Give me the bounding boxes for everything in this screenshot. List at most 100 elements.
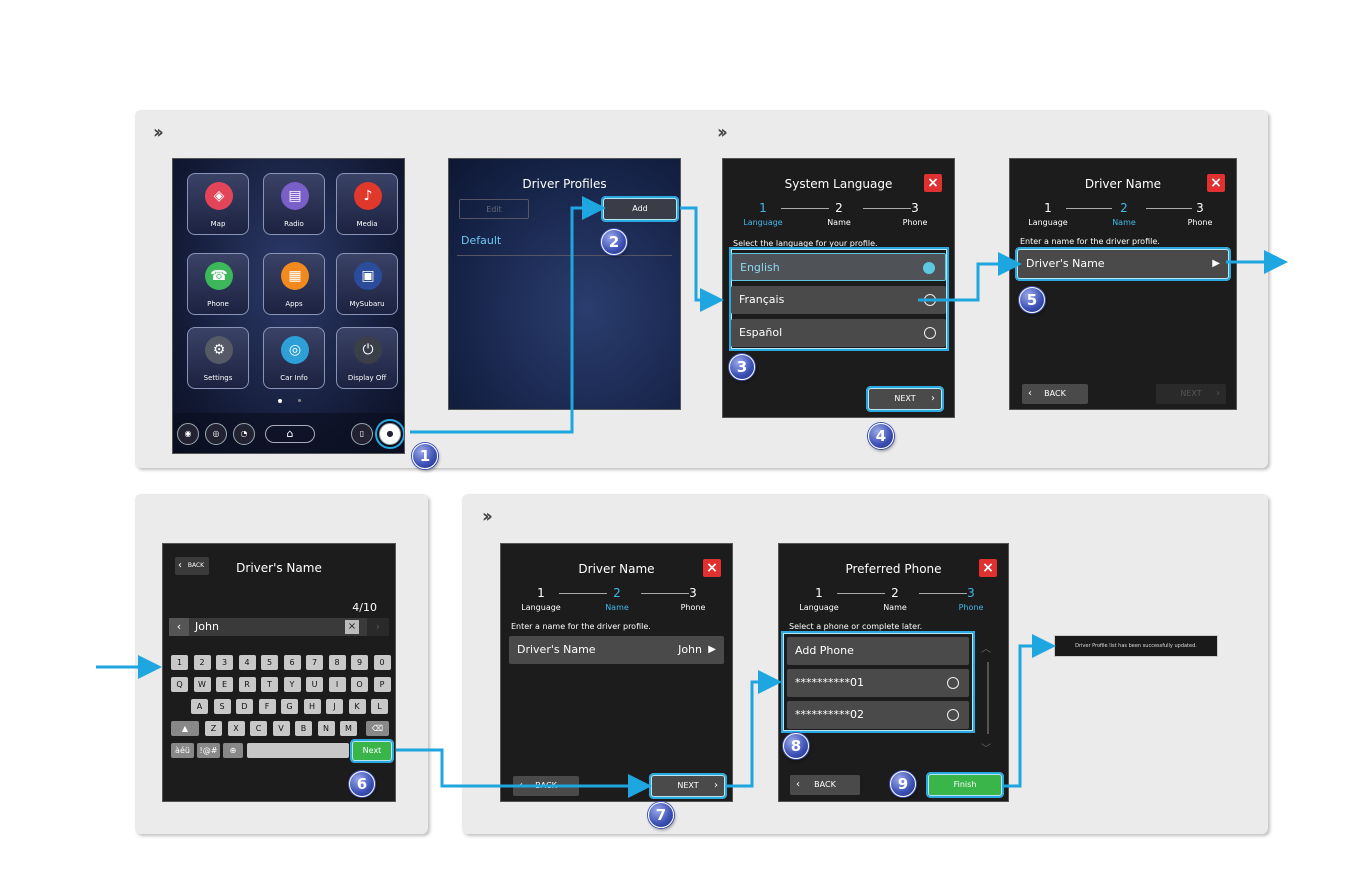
key-f[interactable]: F — [258, 699, 276, 714]
back-button[interactable]: ‹BACK — [175, 557, 209, 575]
driver-name-field[interactable]: Driver's Name▶ — [1015, 247, 1231, 281]
home-button[interactable]: ⌂ — [265, 425, 315, 443]
step-badge-1: 1 — [412, 443, 438, 469]
add-phone-row[interactable]: Add Phone — [787, 637, 969, 665]
key-j[interactable]: J — [326, 699, 343, 714]
key-2[interactable]: 2 — [193, 655, 211, 670]
key-q[interactable]: Q — [171, 677, 188, 692]
next-key[interactable]: Next — [350, 739, 394, 763]
app-label: Phone — [207, 300, 229, 308]
key-3[interactable]: 3 — [216, 655, 233, 670]
key-u[interactable]: U — [306, 677, 323, 692]
back-button[interactable]: ‹BACK — [790, 775, 860, 795]
key-z[interactable]: Z — [205, 721, 222, 736]
step-badge-7: 7 — [648, 802, 674, 828]
app-mysubaru[interactable]: ▣MySubaru — [336, 253, 398, 315]
key-s[interactable]: S — [213, 699, 231, 714]
space-key[interactable] — [247, 743, 349, 758]
cursor-right-icon[interactable]: › — [367, 618, 389, 636]
subaru-logo-icon[interactable]: ◉ — [177, 423, 199, 445]
phone-projection-icon[interactable]: ▯ — [351, 423, 373, 445]
next-button[interactable]: NEXT› — [649, 773, 727, 799]
language-option-espanol[interactable]: Español — [731, 319, 946, 347]
key-h[interactable]: H — [303, 699, 321, 714]
app-phone[interactable]: ☎Phone — [187, 253, 249, 315]
key-c[interactable]: C — [250, 721, 267, 736]
scroll-up-icon[interactable]: ︿ — [981, 644, 991, 655]
shift-key[interactable]: ▲ — [171, 721, 199, 736]
key-p[interactable]: P — [373, 677, 391, 692]
page-dot — [278, 399, 282, 403]
key-d[interactable]: D — [236, 699, 253, 714]
key-0[interactable]: 0 — [373, 655, 391, 670]
language-option-english[interactable]: English — [731, 253, 946, 281]
edit-button[interactable]: Edit — [459, 199, 529, 219]
phone-device-01[interactable]: **********01 — [787, 669, 969, 697]
next-button[interactable]: NEXT› — [866, 386, 944, 412]
back-button[interactable]: ‹BACK — [513, 776, 579, 796]
key-6[interactable]: 6 — [283, 655, 301, 670]
key-8[interactable]: 8 — [328, 655, 346, 670]
key-x[interactable]: X — [227, 721, 245, 736]
eyesight-icon[interactable]: ◎ — [205, 423, 227, 445]
key-5[interactable]: 5 — [261, 655, 278, 670]
clear-icon[interactable]: × — [345, 620, 359, 634]
key-9[interactable]: 9 — [351, 655, 368, 670]
globe-icon[interactable]: ⊕ — [223, 743, 243, 758]
add-button[interactable]: Add — [601, 196, 679, 222]
key-t[interactable]: T — [261, 677, 278, 692]
scroll-down-icon[interactable]: ﹀ — [981, 744, 991, 755]
map-icon: ◈ — [205, 182, 233, 210]
key-n[interactable]: N — [317, 721, 335, 736]
key-v[interactable]: V — [272, 721, 290, 736]
key-r[interactable]: R — [238, 677, 256, 692]
close-icon[interactable]: × — [979, 559, 997, 577]
driver-profile-icon[interactable]: ● — [375, 419, 404, 449]
chevron-right-icon: › — [1216, 388, 1220, 399]
key-g[interactable]: G — [281, 699, 298, 714]
app-map[interactable]: ◈Map — [187, 173, 249, 235]
phone-device-02[interactable]: **********02 — [787, 701, 969, 729]
key-m[interactable]: M — [340, 721, 357, 736]
app-car-info[interactable]: ◎Car Info — [263, 327, 325, 389]
key-7[interactable]: 7 — [306, 655, 323, 670]
scrollbar[interactable] — [987, 662, 989, 734]
profile-default[interactable]: Default — [461, 234, 502, 247]
app-radio[interactable]: ▤Radio — [263, 173, 325, 235]
app-media[interactable]: ♪Media — [336, 173, 398, 235]
key-4[interactable]: 4 — [238, 655, 256, 670]
key-l[interactable]: L — [371, 699, 388, 714]
accent-key[interactable]: àéü — [171, 743, 194, 758]
backspace-key[interactable]: ⌫ — [366, 721, 389, 736]
step-badge-4: 4 — [868, 423, 894, 449]
language-option-francais[interactable]: Français — [731, 286, 946, 314]
back-button[interactable]: ‹BACK — [1022, 384, 1088, 404]
key-b[interactable]: B — [295, 721, 312, 736]
key-w[interactable]: W — [193, 677, 211, 692]
app-display-off[interactable]: ⏻Display Off — [336, 327, 398, 389]
app-settings[interactable]: ⚙Settings — [187, 327, 249, 389]
key-a[interactable]: A — [191, 699, 208, 714]
text-input[interactable]: John — [195, 620, 219, 633]
close-icon[interactable]: × — [924, 174, 942, 192]
key-1[interactable]: 1 — [171, 655, 188, 670]
app-apps[interactable]: ▦Apps — [263, 253, 325, 315]
key-k[interactable]: K — [348, 699, 366, 714]
key-o[interactable]: O — [351, 677, 368, 692]
symbol-key[interactable]: !@# — [197, 743, 220, 758]
chevron-left-icon: ‹ — [178, 560, 182, 571]
key-i[interactable]: I — [328, 677, 346, 692]
key-y[interactable]: Y — [283, 677, 301, 692]
key-e[interactable]: E — [216, 677, 233, 692]
close-icon[interactable]: × — [703, 559, 721, 577]
close-icon[interactable]: × — [1207, 174, 1225, 192]
finish-button[interactable]: Finish — [926, 772, 1004, 798]
chevron-left-icon: ‹ — [519, 780, 523, 791]
cursor-left-icon[interactable]: ‹ — [169, 618, 189, 636]
gauge-icon[interactable]: ◔ — [233, 423, 255, 445]
